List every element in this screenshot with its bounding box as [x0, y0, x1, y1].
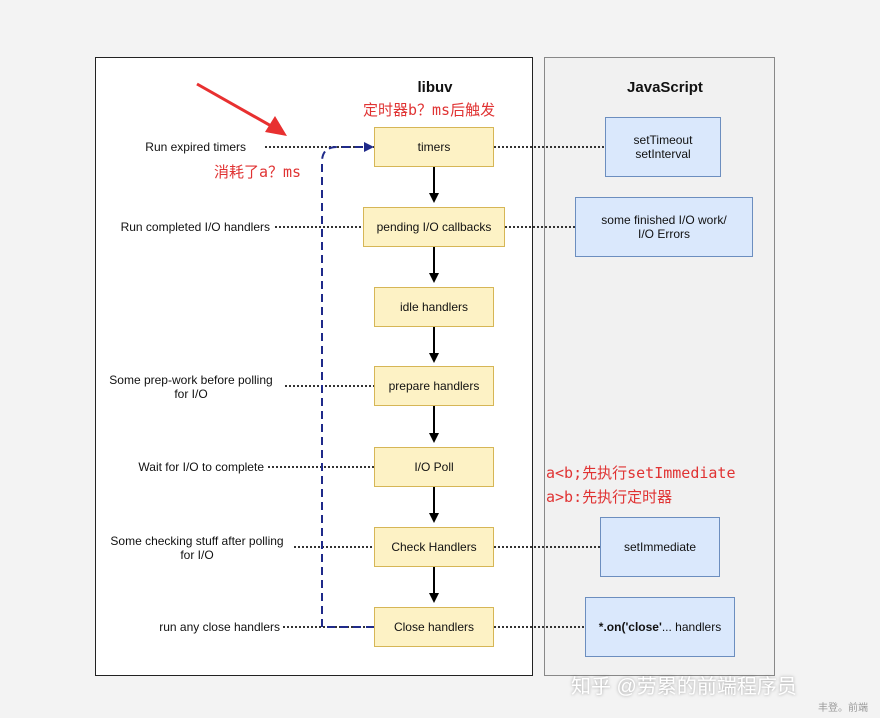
desc-pending-line: Run completed I/O handlers: [120, 220, 270, 234]
js-on-close-rest: ... handlers: [661, 620, 722, 634]
desc-pending: Run completed I/O handlers: [100, 220, 270, 234]
phase-idle-label: idle handlers: [399, 300, 469, 314]
desc-timers: Run expired timers: [100, 140, 246, 154]
phase-idle-handlers: idle handlers: [374, 287, 494, 327]
annotation-compare-2: a>b:先执行定时器: [546, 488, 673, 506]
libuv-title: libuv: [417, 79, 453, 96]
javascript-title: JavaScript: [627, 79, 703, 96]
phase-pending-label: pending I/O callbacks: [376, 220, 492, 234]
desc-check-line-2: for I/O: [180, 548, 214, 562]
desc-prepare-line-1: Some prep-work before polling: [109, 373, 273, 387]
js-on-close-bold: *.on('close': [598, 620, 662, 634]
js-io-errors: I/O Errors: [637, 227, 690, 241]
desc-prepare-line-2: for I/O: [174, 387, 208, 401]
desc-prepare: Some prep-work before polling for I/O: [100, 373, 282, 401]
phase-timers-label: timers: [417, 140, 451, 154]
phase-check-handlers: Check Handlers: [374, 527, 494, 567]
desc-close-line: run any close handlers: [159, 620, 280, 634]
js-settimeout: setTimeout: [633, 133, 693, 147]
annotation-compare-1: a<b;先执行setImmediate: [546, 464, 736, 482]
annotation-consumed-a: 消耗了a？ms: [214, 163, 302, 181]
phase-prepare-label: prepare handlers: [388, 379, 480, 393]
watermark-small: 丰登。前端: [818, 703, 868, 714]
red-pointer-arrow-shaft: [196, 82, 281, 133]
js-pending-apis: some finished I/O work/ I/O Errors: [575, 197, 753, 257]
desc-check: Some checking stuff after polling for I/…: [104, 534, 290, 562]
js-setinterval: setInterval: [635, 147, 691, 161]
phase-pending-io-callbacks: pending I/O callbacks: [363, 207, 505, 247]
js-check-apis: setImmediate: [600, 517, 720, 577]
red-pointer-arrow-head: [265, 116, 287, 136]
watermark-main: 知乎 @劳累的前端程序员: [571, 676, 797, 698]
desc-poll: Wait for I/O to complete: [100, 460, 264, 474]
desc-check-line-1: Some checking stuff after polling: [110, 534, 284, 548]
desc-close: run any close handlers: [100, 620, 280, 634]
js-connectors: [494, 146, 605, 628]
js-finished-io-work: some finished I/O work/: [601, 213, 727, 227]
js-setimmediate: setImmediate: [623, 540, 697, 554]
phase-prepare-handlers: prepare handlers: [374, 366, 494, 406]
phase-io-poll: I/O Poll: [374, 447, 494, 487]
phase-poll-label: I/O Poll: [414, 460, 454, 474]
js-timers-apis: setTimeout setInterval: [605, 117, 721, 177]
phase-check-label: Check Handlers: [391, 540, 477, 554]
phase-close-label: Close handlers: [393, 620, 475, 634]
phase-close-handlers: Close handlers: [374, 607, 494, 647]
desc-timers-line: Run expired timers: [145, 140, 246, 154]
annotation-timer-b: 定时器b？ms后触发: [363, 101, 496, 119]
js-close-apis: *.on('close'... handlers: [585, 597, 735, 657]
phase-timers: timers: [374, 127, 494, 167]
loop-back-arrow: [321, 142, 374, 628]
desc-poll-line: Wait for I/O to complete: [138, 460, 264, 474]
